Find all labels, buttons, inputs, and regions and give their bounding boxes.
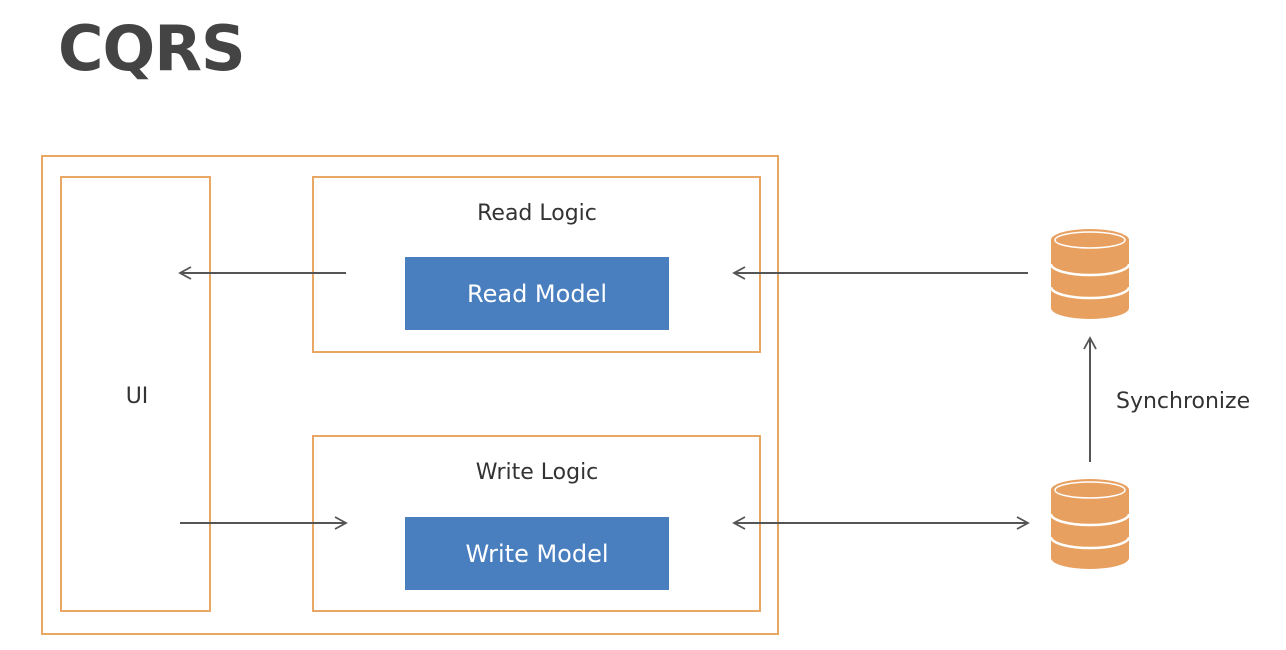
write-logic-label: Write Logic xyxy=(476,460,599,485)
write-database-icon xyxy=(1049,479,1131,569)
read-database-icon xyxy=(1049,229,1131,319)
read-model-box xyxy=(405,257,669,330)
application-box xyxy=(41,155,779,635)
write-model-label: Write Model xyxy=(465,540,608,568)
read-logic-label: Read Logic xyxy=(477,201,597,226)
read-logic-box xyxy=(312,176,761,353)
ui-box xyxy=(60,176,211,612)
read-model-label: Read Model xyxy=(467,280,607,308)
ui-label: UI xyxy=(126,384,149,409)
write-model-box xyxy=(405,517,669,590)
page-title: CQRS xyxy=(58,12,246,85)
synchronize-label: Synchronize xyxy=(1116,389,1250,414)
